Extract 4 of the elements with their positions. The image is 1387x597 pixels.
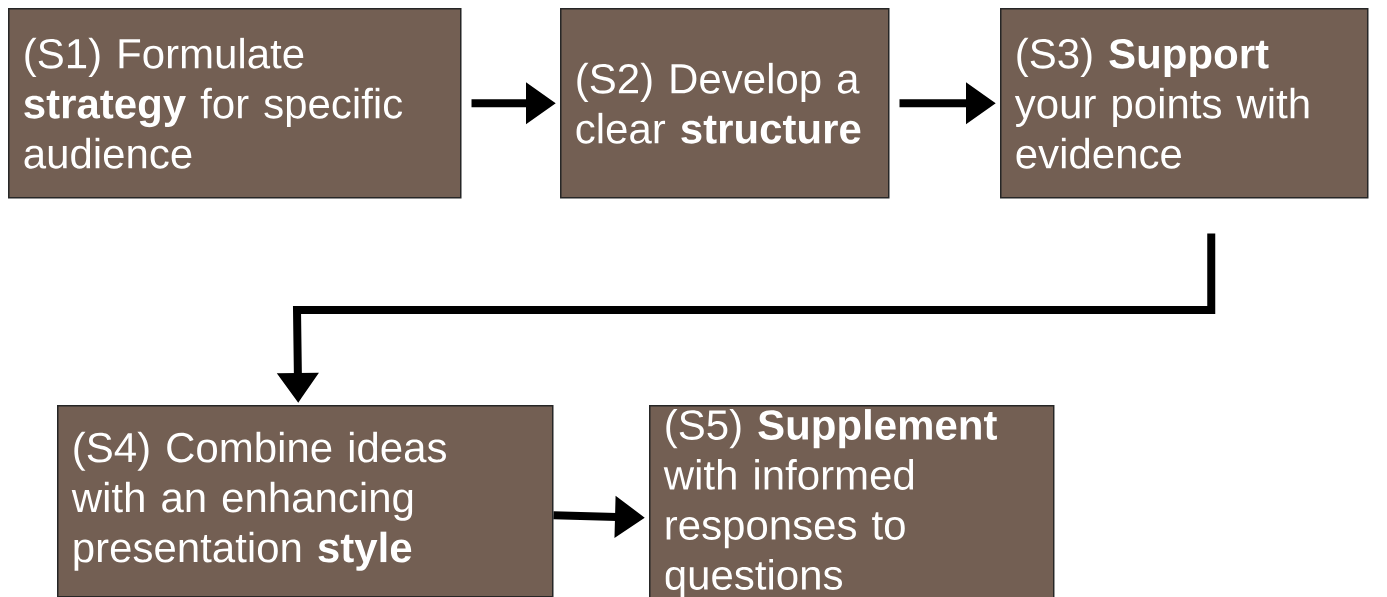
process-box: (S1) Formulate strategy for specific audience [8,8,462,199]
process-box: (S3) Support your points with evidence [1000,8,1369,199]
process-box: (S2) Develop a clear structure [560,8,890,199]
process-box: (S4) Combine ideas with an enhancing presentation style [57,405,554,597]
